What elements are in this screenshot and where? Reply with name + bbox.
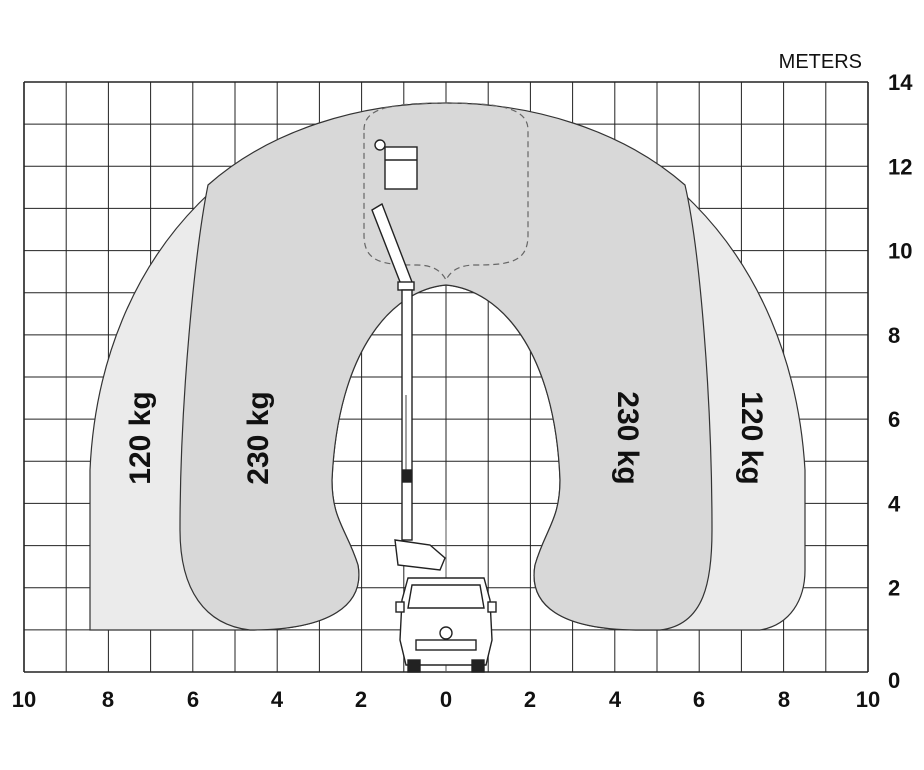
basket-reach-dashed-area bbox=[363, 102, 529, 282]
y-tick-label: 2 bbox=[888, 576, 900, 601]
x-tick-label: 6 bbox=[693, 687, 705, 712]
units-label: METERS bbox=[779, 51, 862, 73]
turret bbox=[394, 539, 446, 571]
inner-envelope-230kg bbox=[179, 102, 713, 631]
x-tick-label: 10 bbox=[856, 687, 880, 712]
aerial-platform-icon bbox=[371, 139, 497, 673]
x-axis: 10 8 6 4 2 0 2 4 6 8 10 bbox=[12, 687, 880, 712]
zone-label-inner-left: 230 kg bbox=[242, 391, 275, 484]
y-tick-label: 10 bbox=[888, 239, 912, 264]
y-tick-label: 6 bbox=[888, 407, 900, 432]
x-tick-label: 2 bbox=[524, 687, 536, 712]
basket bbox=[384, 146, 418, 190]
x-tick-label: 4 bbox=[271, 687, 284, 712]
y-tick-label: 4 bbox=[888, 491, 901, 516]
y-tick-label: 0 bbox=[888, 668, 900, 693]
x-tick-label: 0 bbox=[440, 687, 452, 712]
y-tick-label: 12 bbox=[888, 154, 912, 179]
y-axis: 0 2 4 6 8 10 12 14 bbox=[888, 70, 913, 693]
y-tick-label: 14 bbox=[888, 70, 913, 95]
telescopic-boom bbox=[401, 289, 413, 541]
zone-label-outer-left: 120 kg bbox=[124, 391, 157, 484]
x-tick-label: 2 bbox=[355, 687, 367, 712]
y-tick-label: 8 bbox=[888, 323, 900, 348]
x-tick-label: 10 bbox=[12, 687, 36, 712]
x-tick-label: 6 bbox=[187, 687, 199, 712]
zone-label-inner-right: 230 kg bbox=[611, 391, 644, 484]
x-tick-label: 8 bbox=[778, 687, 790, 712]
x-tick-label: 4 bbox=[609, 687, 622, 712]
x-tick-label: 8 bbox=[102, 687, 114, 712]
zone-label-outer-right: 120 kg bbox=[735, 391, 768, 484]
